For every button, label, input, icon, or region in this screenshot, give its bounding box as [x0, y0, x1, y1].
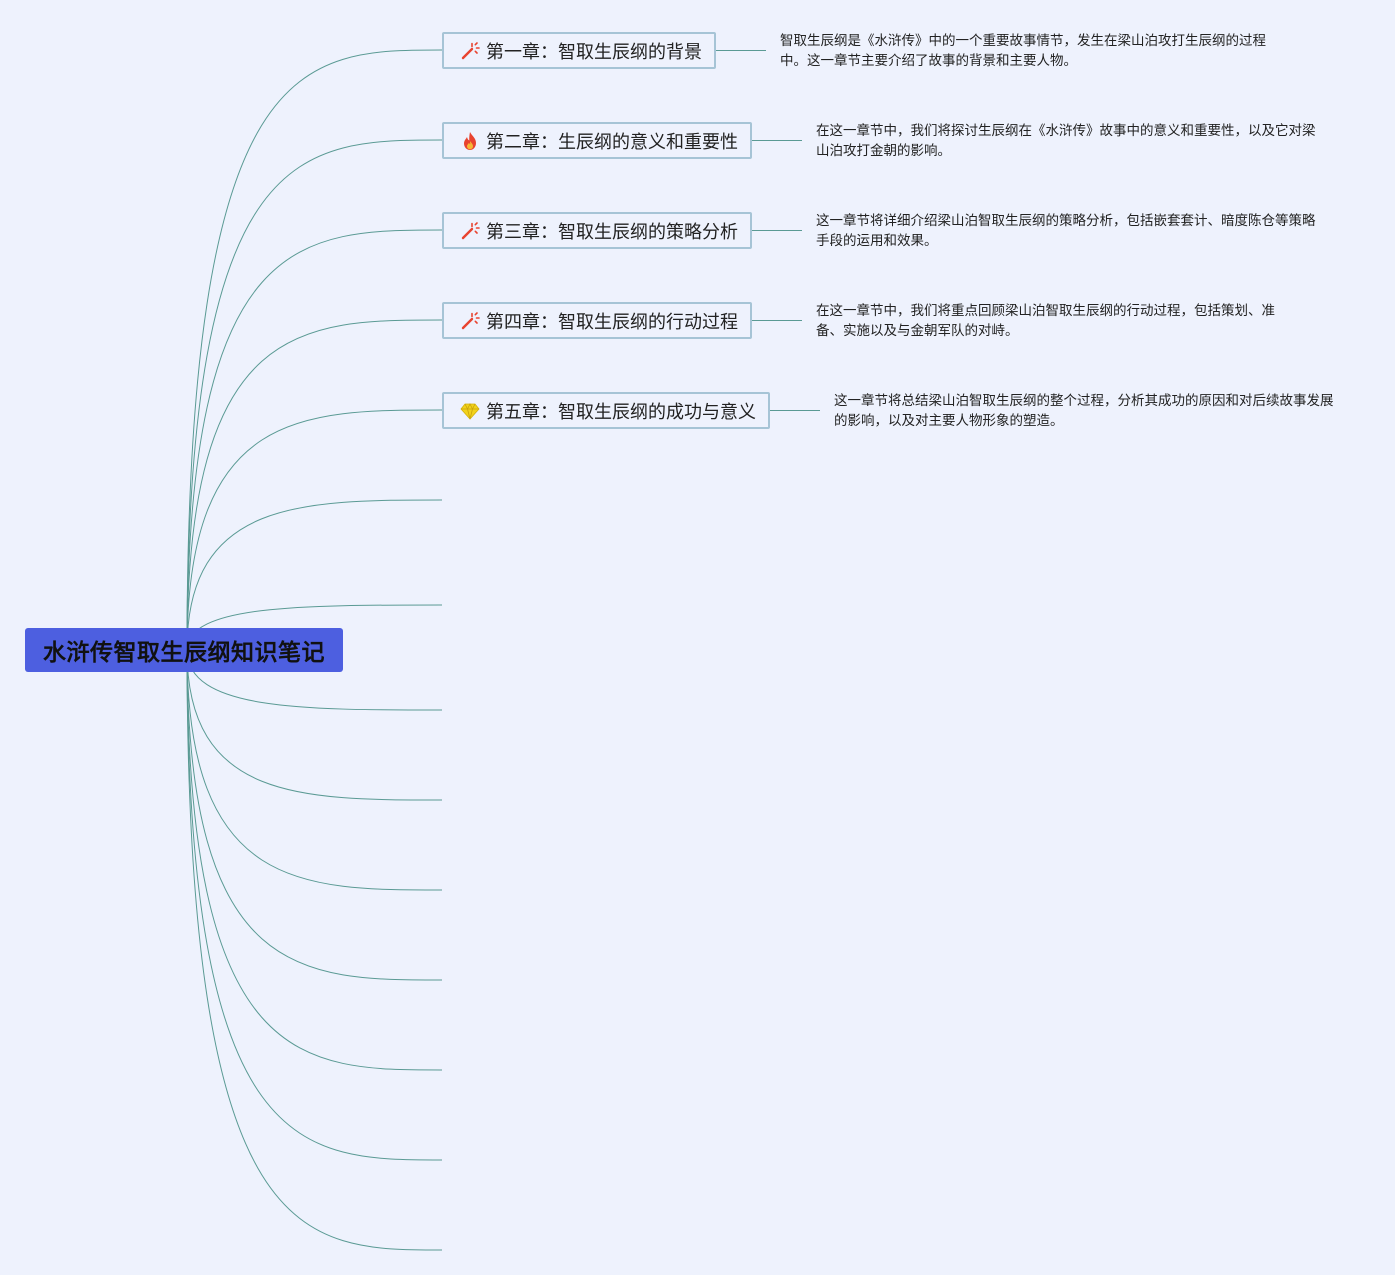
- chapter-label-2: 第二章：生辰纲的意义和重要性: [486, 131, 738, 153]
- chapter-description-1: 智取生辰纲是《水浒传》中的一个重要故事情节，发生在梁山泊攻打生辰纲的过程中。这一…: [780, 33, 1266, 69]
- chapter-node-2[interactable]: 第二章：生辰纲的意义和重要性: [442, 122, 752, 159]
- chapter-description-2: 在这一章节中，我们将探讨生辰纲在《水浒传》故事中的意义和重要性，以及它对梁山泊攻…: [816, 123, 1316, 159]
- chapter-node-4[interactable]: 第四章：智取生辰纲的行动过程: [442, 302, 752, 339]
- branch-line-6: [186, 499, 443, 651]
- description-connectors: [716, 50, 820, 411]
- chapter-node-5[interactable]: 第五章：智取生辰纲的成功与意义: [442, 392, 770, 429]
- branch-line-5: [186, 409, 443, 651]
- chapter-description-5: 这一章节将总结梁山泊智取生辰纲的整个过程，分析其成功的原因和对后续故事发展的影响…: [834, 393, 1334, 429]
- chapter-label-3: 第三章：智取生辰纲的策略分析: [486, 221, 738, 243]
- root-topic-title: 水浒传智取生辰纲知识笔记: [43, 640, 325, 666]
- chapter-label-4: 第四章：智取生辰纲的行动过程: [486, 311, 738, 333]
- branch-line-1: [186, 49, 443, 651]
- root-topic-node[interactable]: 水浒传智取生辰纲知识笔记: [25, 628, 343, 672]
- magic-wand-icon: [461, 311, 480, 329]
- gem-icon: [460, 402, 480, 420]
- chapter-label-5: 第五章：智取生辰纲的成功与意义: [486, 401, 756, 423]
- branch-connectors: [186, 49, 443, 1251]
- chapter-description-3: 这一章节将详细介绍梁山泊智取生辰纲的策略分析，包括嵌套套计、暗度陈仓等策略手段的…: [816, 213, 1316, 249]
- chapter-node-1[interactable]: 第一章：智取生辰纲的背景: [442, 32, 716, 69]
- branch-line-12: [186, 649, 443, 1071]
- branch-line-10: [186, 649, 443, 891]
- magic-wand-icon: [461, 41, 480, 59]
- branch-line-4: [186, 319, 443, 651]
- chapter-description-4: 在这一章节中，我们将重点回顾梁山泊智取生辰纲的行动过程，包括策划、准备、实施以及…: [816, 303, 1275, 339]
- branch-line-11: [186, 649, 443, 981]
- magic-wand-icon: [461, 221, 480, 239]
- fire-icon: [464, 131, 476, 150]
- chapter-node-3[interactable]: 第三章：智取生辰纲的策略分析: [442, 212, 752, 249]
- branch-line-13: [186, 649, 443, 1161]
- chapter-label-1: 第一章：智取生辰纲的背景: [486, 41, 702, 63]
- branch-line-2: [186, 139, 443, 651]
- branch-line-14: [186, 649, 443, 1251]
- branch-line-3: [186, 229, 443, 651]
- branch-line-9: [186, 649, 443, 801]
